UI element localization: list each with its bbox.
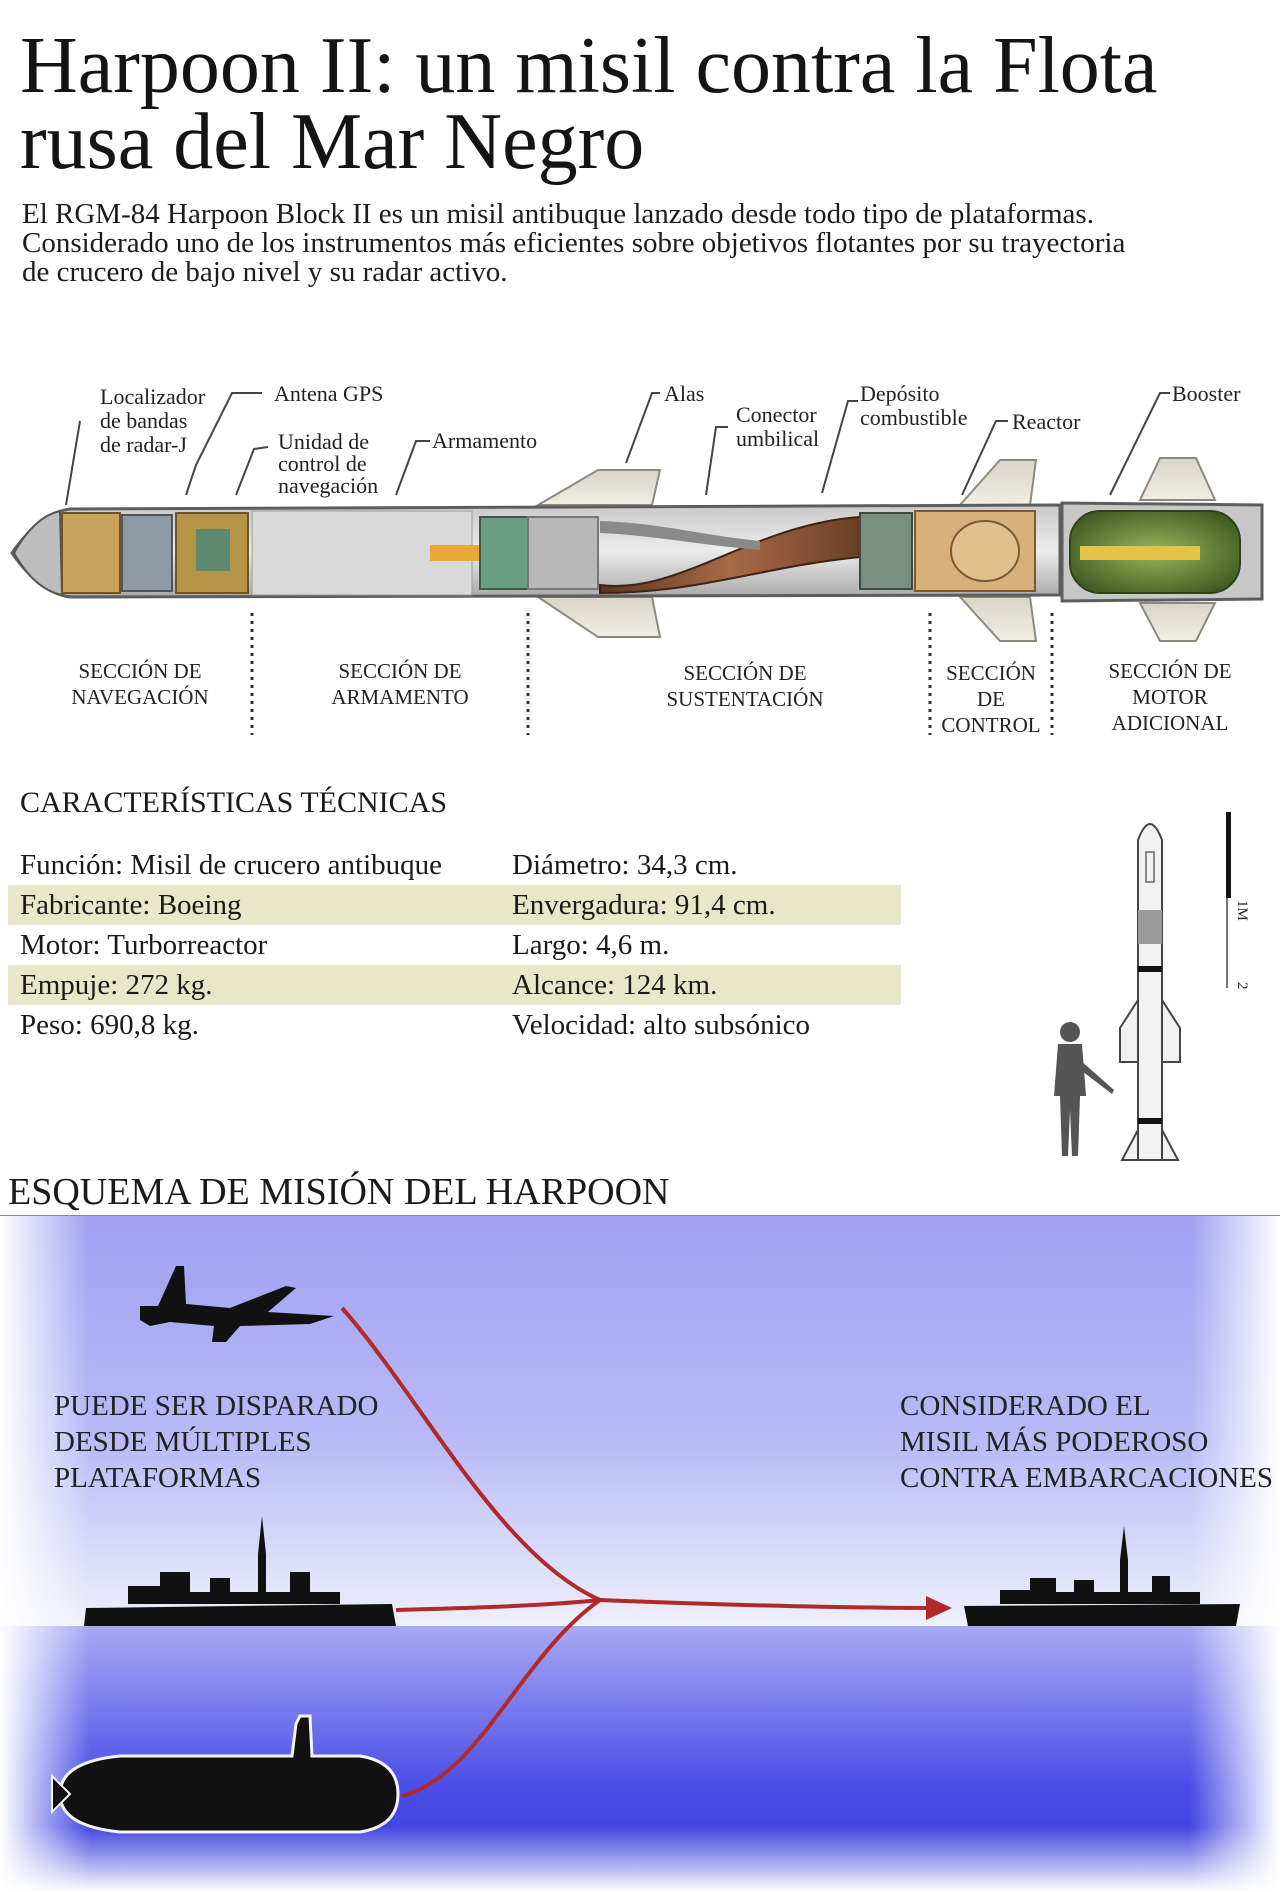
spec-engine: Motor: Turborreactor	[20, 929, 268, 961]
section-motor-label: SECCIÓN DE MOTOR ADICIONAL	[1108, 659, 1232, 735]
spec-row: Función: Misil de crucero antibuque Diám…	[8, 845, 901, 885]
mission-right-text: CONSIDERADO EL MISIL MÁS PODEROSO CONTRA…	[900, 1390, 1274, 1494]
spec-row: Motor: Turborreactor Largo: 4,6 m.	[8, 925, 901, 965]
wing-front-top	[534, 469, 662, 506]
trajectory-arrowhead	[926, 1596, 952, 1620]
callout-umbilical: Conector umbilical	[736, 402, 820, 451]
nose-cone	[12, 509, 64, 597]
spec-range: Alcance: 124 km.	[512, 969, 718, 1001]
wing-rear-top	[957, 459, 1038, 506]
warhead-core	[527, 516, 599, 590]
scale-ruler	[1226, 812, 1231, 988]
title-line-2: rusa del Mar Negro	[20, 98, 645, 186]
spec-row: Peso: 690,8 kg. Velocidad: alto subsónic…	[8, 1005, 901, 1045]
mission-title: ESQUEMA DE MISIÓN DEL HARPOON	[8, 1171, 670, 1213]
callout-wings: Alas	[664, 381, 705, 406]
radar-seeker-block	[61, 512, 121, 594]
intro-line-1: El RGM-84 Harpoon Block II es un misil a…	[22, 198, 1094, 230]
spec-function: Función: Misil de crucero antibuque	[20, 849, 443, 881]
mission-graphic	[0, 1216, 1280, 1892]
booster-core	[1080, 546, 1200, 560]
spec-row: Fabricante: Boeing Envergadura: 91,4 cm.	[8, 885, 901, 925]
callout-armament: Armamento	[432, 428, 538, 453]
specs-title: CARACTERÍSTICAS TÉCNICAS	[20, 786, 448, 819]
scale-graphic: 1M 2	[1054, 812, 1250, 1161]
scale-label-1m: 1M	[1234, 900, 1250, 921]
jet-fighter-icon	[140, 1266, 334, 1342]
spec-thrust: Empuje: 272 kg.	[20, 969, 213, 1001]
callout-nav-control: Unidad de control de navegación	[278, 429, 379, 498]
spec-row: Empuje: 272 kg. Alcance: 124 km.	[8, 965, 901, 1005]
target-warship-icon	[964, 1526, 1240, 1626]
spec-speed: Velocidad: alto subsónico	[512, 1009, 811, 1041]
warhead-block	[479, 516, 529, 590]
missile-cutaway-graphic	[10, 392, 1264, 735]
callout-gps-antenna: Antena GPS	[274, 381, 384, 406]
callout-reactor: Reactor	[1012, 409, 1081, 434]
spec-weight: Peso: 690,8 kg.	[20, 1009, 199, 1041]
spec-manufacturer: Fabricante: Boeing	[20, 889, 242, 921]
mission-diagram: PUEDE SER DISPARADO DESDE MÚLTIPLES PLAT…	[0, 1216, 1280, 1892]
intro-line-2: Considerado uno de los instrumentos más …	[22, 227, 1126, 259]
warship-icon	[84, 1516, 396, 1626]
spec-length: Largo: 4,6 m.	[512, 929, 670, 961]
turbojet-fan	[950, 520, 1020, 582]
scale-comparison: 1M 2	[1030, 800, 1280, 1170]
spec-wingspan: Envergadura: 91,4 cm.	[512, 889, 776, 921]
section-control-label: SECCIÓN DE CONTROL	[941, 661, 1041, 737]
submarine-icon	[58, 1714, 400, 1834]
section-armament-label: SECCIÓN DE ARMAMENTO	[331, 659, 469, 709]
section-sustentation-label: SECCIÓN DE SUSTENTACIÓN	[666, 661, 824, 711]
spec-diameter: Diámetro: 34,3 cm.	[512, 849, 738, 881]
wing-front-bottom	[534, 596, 662, 638]
radar-coils	[121, 514, 173, 592]
callout-fuel-tank: Depósito combustible	[860, 381, 968, 430]
mission-divider	[0, 1215, 1280, 1216]
booster-fin-bottom	[1138, 602, 1217, 642]
callout-radar-locator: Localizador de bandas de radar-J	[100, 384, 206, 457]
nav-board	[196, 529, 230, 571]
intro-line-3: de crucero de bajo nivel y su radar acti…	[22, 256, 508, 288]
missile-trajectory	[340, 1306, 941, 1798]
soldier-icon	[1054, 1022, 1114, 1156]
callout-booster: Booster	[1172, 381, 1241, 406]
section-navigation-label: SECCIÓN DE NAVEGACIÓN	[71, 659, 209, 709]
warhead-fuze	[430, 545, 482, 561]
page-title: Harpoon II: un misil contra la Flota rus…	[20, 22, 1260, 186]
wing-rear-bottom	[957, 596, 1038, 642]
control-unit	[859, 512, 913, 590]
mission-left-text: PUEDE SER DISPARADO DESDE MÚLTIPLES PLAT…	[54, 1390, 379, 1494]
title-line-1: Harpoon II: un misil contra la Flota	[20, 22, 1158, 110]
missile-icon	[1119, 823, 1181, 1161]
scale-label-2: 2	[1234, 982, 1250, 990]
intro-paragraph: El RGM-84 Harpoon Block II es un misil a…	[22, 200, 1262, 287]
specs-table: Función: Misil de crucero antibuque Diám…	[8, 845, 901, 1045]
booster-fin-top	[1138, 457, 1217, 501]
missile-cutaway-diagram: Localizador de bandas de radar-J Antena …	[0, 345, 1280, 745]
fuel-tank-upper	[600, 521, 760, 550]
sky	[0, 1216, 1280, 1626]
